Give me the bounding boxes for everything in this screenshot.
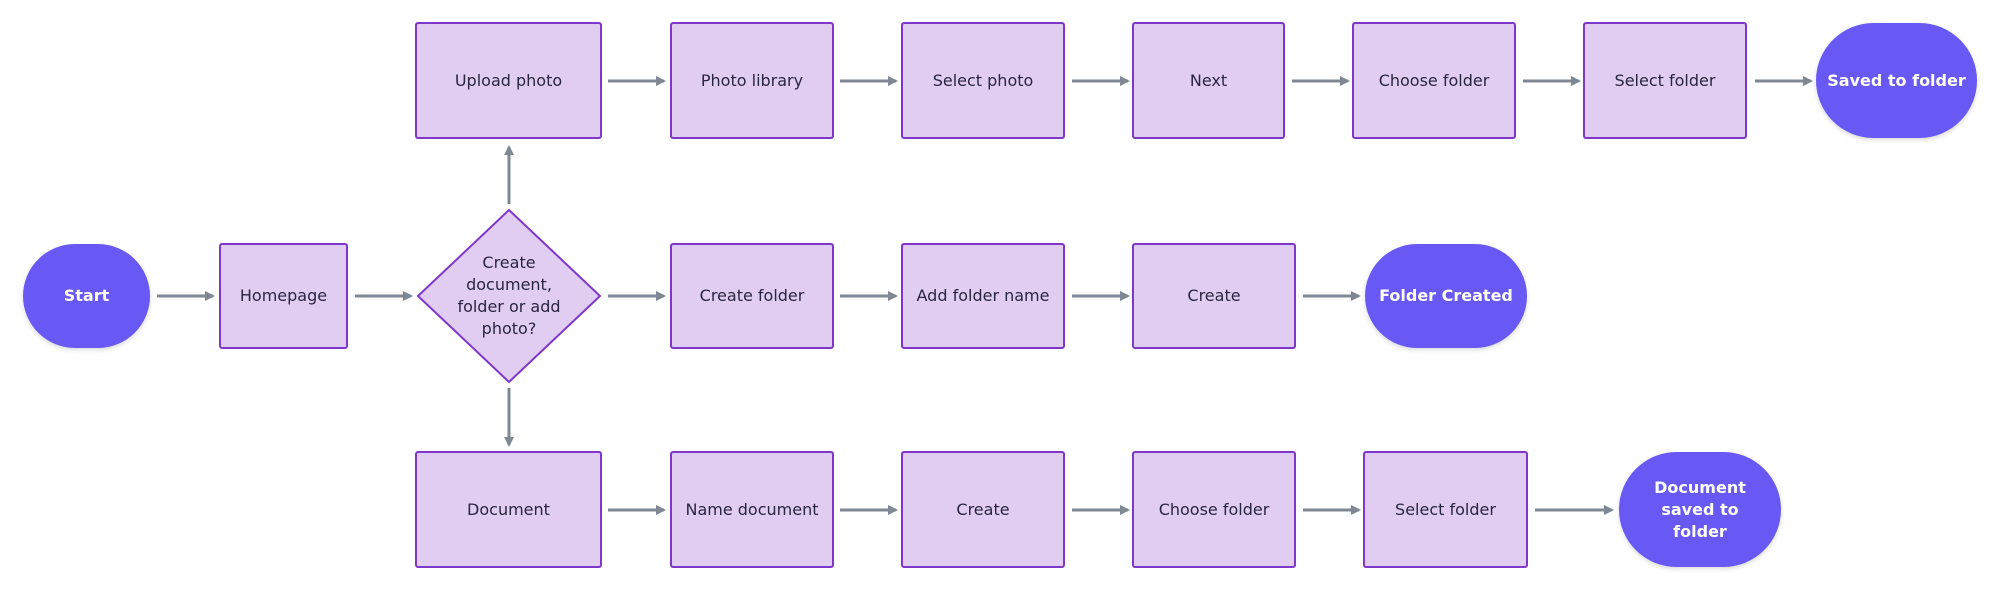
document-saved-node: Document saved to folder (1619, 452, 1781, 567)
choose-folder-node-document: Choose folder (1132, 451, 1296, 568)
name-document-node: Name document (670, 451, 834, 568)
decision-label: Create document, folder or add photo? (457, 253, 561, 338)
create-node-document: Create (901, 451, 1065, 568)
select-folder-node-document: Select folder (1363, 451, 1528, 568)
decision-diamond-shape (416, 208, 602, 384)
add-folder-name-node: Add folder name (901, 243, 1065, 349)
create-folder-node: Create folder (670, 243, 834, 349)
saved-to-folder-node: Saved to folder (1816, 23, 1977, 138)
homepage-node: Homepage (219, 243, 348, 349)
select-folder-node-photo: Select folder (1583, 22, 1747, 139)
document-node: Document (415, 451, 602, 568)
decision-node: Create document, folder or add photo? (416, 208, 602, 384)
choose-folder-node-photo: Choose folder (1352, 22, 1516, 139)
create-node-folder: Create (1132, 243, 1296, 349)
select-photo-node: Select photo (901, 22, 1065, 139)
photo-library-node: Photo library (670, 22, 834, 139)
next-node: Next (1132, 22, 1285, 139)
start-node: Start (23, 244, 150, 348)
folder-created-node: Folder Created (1365, 244, 1527, 348)
upload-photo-node: Upload photo (415, 22, 602, 139)
